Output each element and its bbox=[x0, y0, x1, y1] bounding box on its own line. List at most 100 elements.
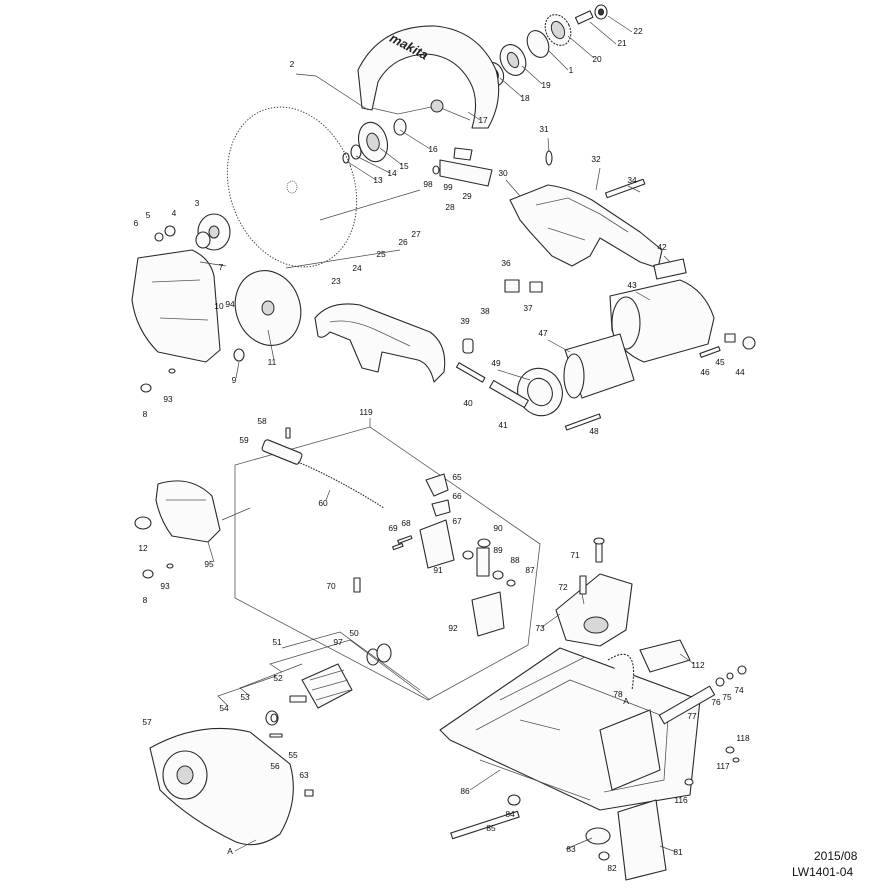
part-callout-a: A bbox=[623, 696, 629, 706]
part-callout-49: 49 bbox=[491, 358, 501, 368]
vise-assembly bbox=[234, 426, 541, 701]
part-callout-36: 36 bbox=[501, 258, 511, 268]
part-callout-13: 13 bbox=[373, 175, 383, 185]
part-callout-15: 15 bbox=[399, 161, 409, 171]
part-callout-58: 58 bbox=[257, 416, 267, 426]
part-callout-16: 16 bbox=[428, 144, 438, 154]
part-callout-66: 66 bbox=[452, 491, 462, 501]
part-callout-12: 12 bbox=[138, 543, 148, 553]
base-plate bbox=[439, 537, 747, 881]
part-callout-43: 43 bbox=[627, 280, 637, 290]
part-callout-82: 82 bbox=[607, 863, 617, 873]
part-callout-76: 76 bbox=[711, 697, 721, 707]
part-callout-59: 59 bbox=[239, 435, 249, 445]
part-callout-116: 116 bbox=[674, 795, 688, 805]
part-callout-85: 85 bbox=[486, 823, 496, 833]
part-callout-65: 65 bbox=[452, 472, 462, 482]
part-callout-5: 5 bbox=[146, 210, 151, 220]
part-callout-57: 57 bbox=[142, 717, 152, 727]
part-callout-63: 63 bbox=[299, 770, 309, 780]
part-callout-60: 60 bbox=[318, 498, 328, 508]
part-callout-87: 87 bbox=[525, 565, 535, 575]
part-callout-77: 77 bbox=[687, 711, 697, 721]
part-callout-67: 67 bbox=[452, 516, 462, 526]
motor-housing bbox=[455, 258, 756, 431]
part-callout-22: 22 bbox=[633, 26, 643, 36]
part-callout-92: 92 bbox=[448, 623, 458, 633]
part-callout-69: 69 bbox=[388, 523, 398, 533]
part-callout-42: 42 bbox=[657, 242, 667, 252]
part-callout-54: 54 bbox=[219, 703, 229, 713]
part-callout-95: 95 bbox=[204, 559, 214, 569]
part-callout-1: 1 bbox=[569, 65, 574, 75]
blade-guard: makita bbox=[357, 25, 500, 129]
part-callout-84: 84 bbox=[505, 809, 515, 819]
part-callout-91: 91 bbox=[433, 565, 443, 575]
part-callout-18: 18 bbox=[520, 93, 530, 103]
part-callout-11: 11 bbox=[268, 357, 277, 367]
armature-assembly bbox=[149, 643, 392, 846]
part-callout-38: 38 bbox=[480, 306, 490, 316]
part-callout-55: 55 bbox=[288, 750, 298, 760]
part-callout-2: 2 bbox=[290, 59, 295, 69]
part-callout-94: 94 bbox=[225, 299, 235, 309]
part-callout-90: 90 bbox=[493, 523, 503, 533]
part-callout-27: 27 bbox=[411, 229, 421, 239]
part-callout-28: 28 bbox=[445, 202, 455, 212]
part-callout-52: 52 bbox=[273, 673, 283, 683]
part-callout-20: 20 bbox=[592, 54, 602, 64]
part-callout-88: 88 bbox=[510, 555, 520, 565]
part-callout-41: 41 bbox=[498, 420, 508, 430]
leader-lines bbox=[199, 15, 695, 853]
part-callout-97: 97 bbox=[333, 637, 343, 647]
part-callout-74: 74 bbox=[734, 685, 744, 695]
flange-set bbox=[342, 118, 407, 164]
part-callout-72: 72 bbox=[558, 582, 568, 592]
part-callout-32: 32 bbox=[591, 154, 601, 164]
saw-blade bbox=[226, 106, 358, 268]
part-callout-75: 75 bbox=[722, 692, 732, 702]
revision-date: 2015/08 bbox=[814, 849, 858, 863]
part-callout-86: 86 bbox=[460, 786, 470, 796]
part-callout-51: 51 bbox=[272, 637, 282, 647]
part-callout-17: 17 bbox=[478, 115, 488, 125]
part-callout-70: 70 bbox=[326, 581, 336, 591]
handle-grip bbox=[314, 303, 446, 383]
part-callout-4: 4 bbox=[172, 208, 177, 218]
part-callout-99: 99 bbox=[443, 182, 453, 192]
part-callout-93: 93 bbox=[163, 394, 173, 404]
part-callout-71: 71 bbox=[570, 550, 580, 560]
part-callout-46: 46 bbox=[700, 367, 710, 377]
part-callout-25: 25 bbox=[376, 249, 386, 259]
part-callout-7: 7 bbox=[219, 262, 224, 272]
part-callout-8: 8 bbox=[143, 409, 148, 419]
part-callout-a: A bbox=[227, 846, 233, 856]
part-callout-19: 19 bbox=[541, 80, 551, 90]
part-callout-73: 73 bbox=[535, 623, 545, 633]
part-callout-26: 26 bbox=[398, 237, 408, 247]
part-callout-9: 9 bbox=[232, 375, 237, 385]
part-callout-23: 23 bbox=[331, 276, 341, 286]
part-callout-45: 45 bbox=[715, 357, 725, 367]
part-callout-14: 14 bbox=[387, 168, 397, 178]
part-callout-3: 3 bbox=[195, 198, 200, 208]
part-callout-53: 53 bbox=[240, 692, 250, 702]
part-callout-119: 119 bbox=[359, 407, 373, 417]
part-callout-48: 48 bbox=[589, 426, 599, 436]
part-callout-89: 89 bbox=[493, 545, 503, 555]
part-callout-31: 31 bbox=[539, 124, 549, 134]
part-callout-30: 30 bbox=[498, 168, 508, 178]
safety-guard bbox=[131, 213, 302, 363]
part-callout-68: 68 bbox=[401, 518, 411, 528]
part-callout-47: 47 bbox=[538, 328, 548, 338]
part-callout-39: 39 bbox=[460, 316, 470, 326]
part-callout-29: 29 bbox=[462, 191, 472, 201]
drawing-code: LW1401-04 bbox=[792, 865, 854, 879]
lower-guard bbox=[134, 368, 221, 579]
part-callout-24: 24 bbox=[352, 263, 362, 273]
part-callout-118: 118 bbox=[736, 733, 750, 743]
part-callout-83: 83 bbox=[566, 844, 576, 854]
part-callout-40: 40 bbox=[463, 398, 473, 408]
